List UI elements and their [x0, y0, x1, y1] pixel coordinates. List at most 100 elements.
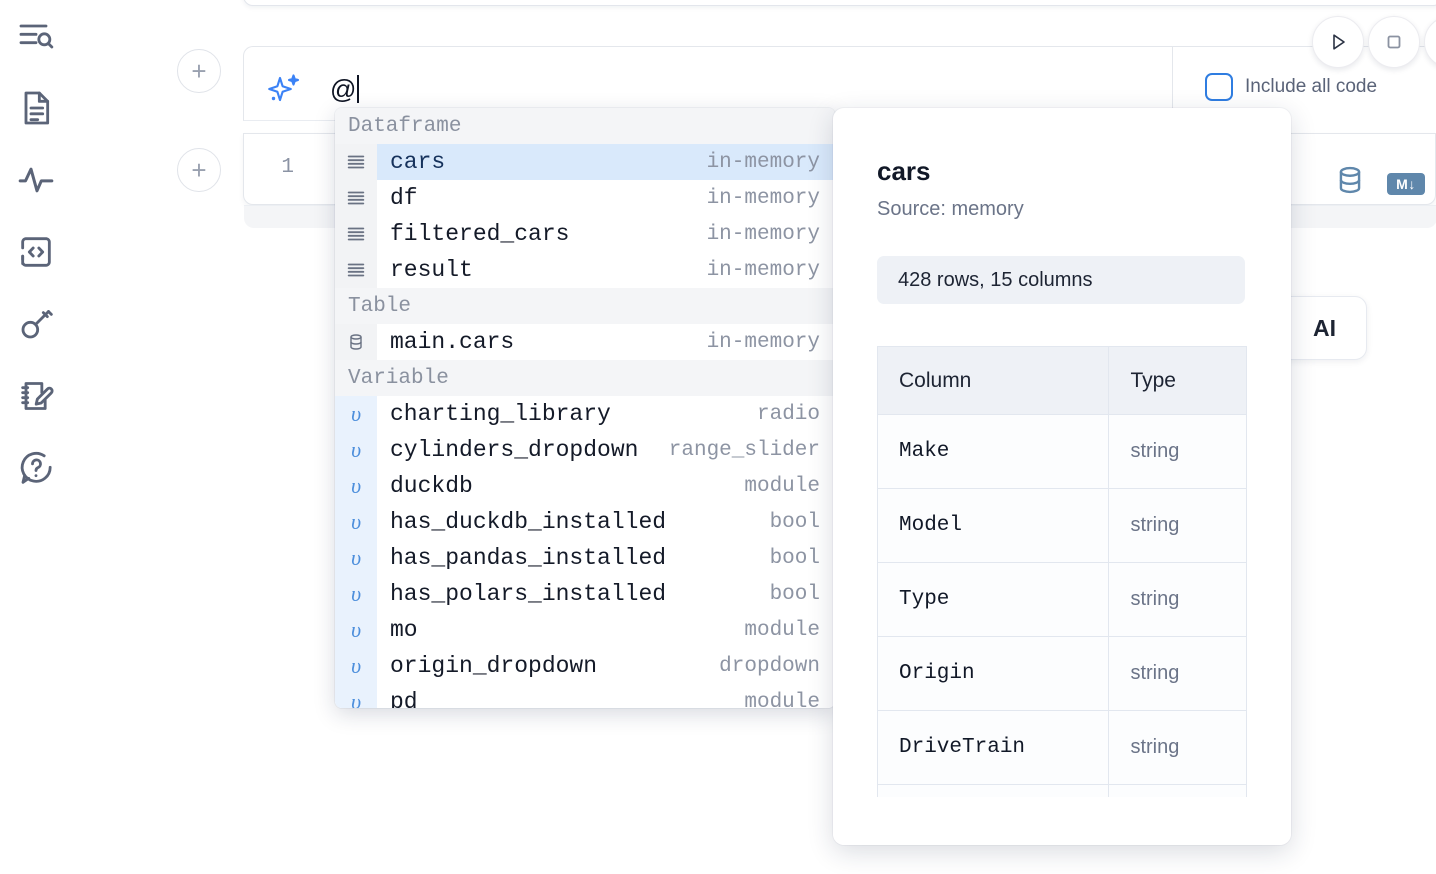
autocomplete-group-header: Variable	[335, 360, 835, 396]
file-document-icon[interactable]	[12, 84, 60, 132]
autocomplete-item[interactable]: df in-memory	[335, 180, 835, 216]
code-brackets-icon[interactable]	[12, 228, 60, 276]
database-icon[interactable]	[1333, 163, 1367, 202]
table-cell-type: string	[1108, 488, 1247, 563]
table-cell-column: Make	[876, 414, 1110, 489]
variable-upsilon-icon: υ	[335, 468, 377, 504]
sparkle-icon	[264, 72, 304, 108]
autocomplete-item-kind: dropdown	[719, 654, 820, 678]
table-column-header: Type	[1108, 346, 1247, 415]
add-cell-button-top[interactable]: +	[177, 49, 221, 93]
table-cell-column: Type	[876, 562, 1110, 637]
table-cell-column: Model	[876, 488, 1110, 563]
autocomplete-item-name: has_polars_installed	[390, 581, 667, 607]
autocomplete-detail-panel: cars Source: memory 428 rows, 15 columns…	[833, 108, 1291, 845]
variable-upsilon-icon: υ	[335, 648, 377, 684]
autocomplete-item-kind: in-memory	[706, 222, 820, 246]
stop-square-icon	[1387, 35, 1401, 49]
autocomplete-item-name: duckdb	[390, 473, 473, 499]
dataframe-rows-icon	[335, 216, 377, 252]
dataframe-rows-icon	[335, 144, 377, 180]
autocomplete-item-kind: module	[744, 474, 820, 498]
detail-panel-fade	[833, 797, 1291, 845]
autocomplete-item-name: filtered_cars	[390, 221, 570, 247]
autocomplete-item-name: main.cars	[390, 329, 515, 355]
autocomplete-item[interactable]: υ origin_dropdown dropdown	[335, 648, 835, 684]
table-cell-column: Origin	[876, 636, 1110, 711]
autocomplete-item-kind: module	[744, 618, 820, 642]
include-all-code-label: Include all code	[1245, 76, 1378, 97]
detail-shape-badge: 428 rows, 15 columns	[877, 256, 1245, 304]
ai-chip-label: AI	[1313, 314, 1336, 341]
variable-upsilon-icon: υ	[335, 612, 377, 648]
table-cell-column: DriveTrain	[876, 710, 1110, 785]
dataframe-rows-icon	[335, 252, 377, 288]
plus-icon: +	[191, 55, 207, 86]
autocomplete-item[interactable]: υ has_pandas_installed bool	[335, 540, 835, 576]
activity-pulse-icon[interactable]	[12, 156, 60, 204]
variable-upsilon-icon: υ	[335, 396, 377, 432]
table-cell-type: string	[1108, 414, 1247, 489]
autocomplete-item-name: cars	[390, 149, 446, 175]
text-cursor	[357, 75, 360, 103]
table-cell-type: string	[1108, 562, 1247, 637]
variable-upsilon-icon: υ	[335, 540, 377, 576]
checkbox-icon[interactable]	[1205, 73, 1233, 101]
markdown-down-icon[interactable]: M↓	[1387, 173, 1425, 195]
help-question-icon[interactable]	[12, 444, 60, 492]
autocomplete-item-kind: radio	[756, 402, 820, 426]
autocomplete-item-name: df	[390, 185, 418, 211]
explore-outline-icon[interactable]	[12, 12, 60, 60]
include-all-code-toggle[interactable]: Include all code	[1205, 73, 1377, 101]
autocomplete-item-kind: module	[744, 690, 820, 709]
autocomplete-item-name: origin_dropdown	[390, 653, 598, 679]
autocomplete-group-header: Dataframe	[335, 108, 835, 144]
autocomplete-item-name: result	[390, 257, 473, 283]
variable-upsilon-icon: υ	[335, 432, 377, 468]
left-icon-rail	[0, 0, 72, 874]
table-cell-type: string	[1108, 636, 1247, 711]
autocomplete-group-header: Table	[335, 288, 835, 324]
previous-cell-panel	[243, 0, 1436, 6]
autocomplete-item-kind: in-memory	[706, 258, 820, 282]
autocomplete-item-kind: bool	[769, 546, 820, 570]
play-triangle-icon	[1333, 34, 1345, 50]
autocomplete-item[interactable]: main.cars in-memory	[335, 324, 835, 360]
table-column-header: Column	[876, 346, 1110, 415]
ai-prompt-input[interactable]: @	[330, 68, 360, 110]
table-cell-type: string	[1108, 710, 1247, 785]
autocomplete-item[interactable]: result in-memory	[335, 252, 835, 288]
variable-upsilon-icon: υ	[335, 504, 377, 540]
autocomplete-item-kind: in-memory	[706, 186, 820, 210]
detail-source: Source: memory	[877, 198, 1024, 220]
variable-upsilon-icon: υ	[335, 684, 377, 708]
autocomplete-item-name: has_pandas_installed	[390, 545, 667, 571]
autocomplete-item[interactable]: filtered_cars in-memory	[335, 216, 835, 252]
run-button[interactable]	[1312, 16, 1364, 68]
plus-icon: +	[191, 154, 207, 185]
stop-button[interactable]	[1368, 16, 1420, 68]
add-cell-button-bottom[interactable]: +	[177, 148, 221, 192]
key-icon[interactable]	[12, 300, 60, 348]
dataframe-rows-icon	[335, 180, 377, 216]
autocomplete-item-kind: in-memory	[706, 330, 820, 354]
autocomplete-item-name: cylinders_dropdown	[390, 437, 639, 463]
notebook-pencil-icon[interactable]	[12, 372, 60, 420]
